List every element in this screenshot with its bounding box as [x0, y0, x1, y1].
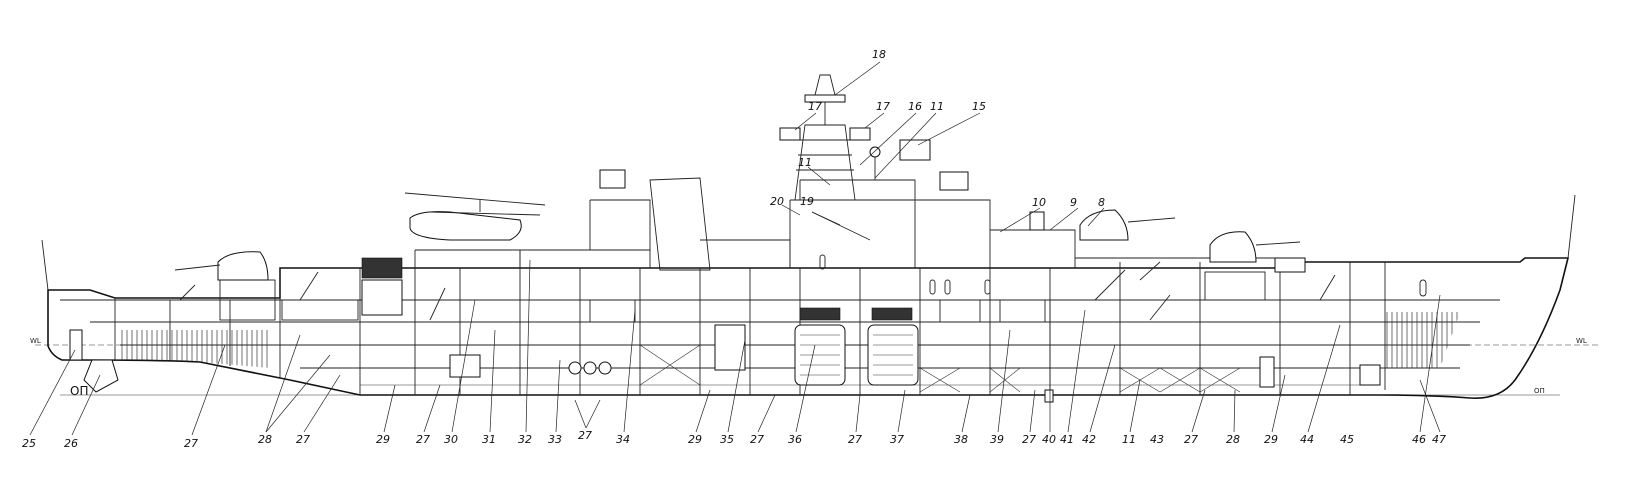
callout-28b: 28: [1226, 433, 1240, 446]
callout-27c: 27: [416, 433, 430, 446]
callout-19: 19: [800, 195, 814, 208]
callout-27b: 27: [296, 433, 310, 446]
callout-10: 10: [1032, 196, 1046, 209]
pump-a: [568, 361, 582, 375]
radar-antenna-top: [804, 94, 846, 103]
callout-29b: 29: [688, 433, 702, 446]
propeller: [83, 359, 119, 393]
callout-labels: 18 17 16 17 11 15 11 20 19 10 9 8 25 26 …: [22, 48, 1446, 450]
callout-17a: 17: [808, 100, 822, 113]
main-mast: [779, 74, 881, 201]
callout-35: 35: [720, 433, 734, 446]
aft-hatched-compartment: [120, 330, 270, 368]
fwd-hatched-compartment: [1385, 312, 1460, 368]
callout-27g: 27: [1022, 433, 1036, 446]
callout-34: 34: [616, 433, 630, 446]
callout-47: 47: [1432, 433, 1446, 446]
callout-16: 16: [908, 100, 922, 113]
callout-39: 39: [990, 433, 1004, 446]
fwd-magazine: [1204, 271, 1266, 301]
turbine-top-aft: [799, 307, 841, 321]
hangar: [415, 249, 521, 268]
callout-25: 25: [22, 437, 36, 450]
weapons: [174, 139, 1306, 281]
aft-gun-turret: [217, 251, 269, 281]
log-sensor: [1044, 389, 1054, 403]
pump-b: [583, 361, 597, 375]
callout-30: 30: [444, 433, 458, 446]
callout-32: 32: [518, 433, 532, 446]
callout-46: 46: [1412, 433, 1426, 446]
bulkheads: [114, 250, 1386, 395]
ladders: [179, 261, 1336, 321]
stern-staff: [41, 239, 49, 291]
pump-c: [598, 361, 612, 375]
callout-43: 43: [1150, 433, 1164, 446]
lift-platform: [361, 279, 403, 316]
callout-15: 15: [972, 100, 986, 113]
baseline-label-fwd: ОП: [1534, 387, 1545, 395]
dome: [869, 146, 881, 158]
launcher-9: [1029, 211, 1045, 231]
callout-28a: 28: [258, 433, 272, 446]
callout-8: 8: [1098, 196, 1105, 209]
funnel: [649, 177, 711, 271]
baseline-label: ОП: [70, 384, 88, 398]
sonar-trunk: [1259, 356, 1275, 388]
callout-27a: 27: [184, 437, 198, 450]
helicopter: [361, 192, 546, 316]
callout-11c: 11: [1122, 433, 1136, 446]
generator-set: [449, 354, 481, 378]
leader-lines: [781, 61, 1105, 241]
portholes: [819, 254, 1427, 297]
callout-44: 44: [1300, 433, 1314, 446]
helicopter-hangar-unit: [361, 257, 403, 279]
bow-sonar: [1359, 364, 1381, 386]
callout-29a: 29: [376, 433, 390, 446]
callout-11a: 11: [930, 100, 944, 113]
callout-27e: 27: [750, 433, 764, 446]
leader-lines-bottom: [29, 259, 1441, 436]
fwd-gun-turret-a: [1079, 209, 1129, 241]
callout-41: 41: [1060, 433, 1074, 446]
callout-33: 33: [548, 433, 562, 446]
director-15: [899, 139, 931, 161]
jack-staff: [1567, 194, 1576, 259]
waterline-label-fwd: WL: [1576, 337, 1587, 345]
callout-29c: 29: [1264, 433, 1278, 446]
fwd-fire-control: [939, 171, 969, 191]
rudder-stock: [69, 329, 83, 361]
double-bottom-tanks: [639, 344, 1241, 393]
callout-27d: 27: [578, 429, 592, 442]
callout-45: 45: [1340, 433, 1354, 446]
radar-17-aft: [779, 127, 801, 141]
auxiliary-unit: [714, 324, 746, 371]
callout-38: 38: [954, 433, 968, 446]
callout-26: 26: [64, 437, 78, 450]
callout-37: 37: [890, 433, 904, 446]
waterline-label-aft: WL: [30, 337, 41, 345]
turbine-top-fwd: [871, 307, 913, 321]
fwd-gun-turret-b: [1209, 231, 1257, 263]
helicopter-body: [409, 211, 522, 241]
callout-31: 31: [482, 433, 496, 446]
callout-9: 9: [1070, 196, 1077, 209]
callout-27f: 27: [848, 433, 862, 446]
bow-launcher: [1274, 257, 1306, 273]
callout-11b: 11: [798, 156, 812, 169]
machinery: [69, 307, 1381, 403]
callout-18: 18: [872, 48, 886, 61]
callout-20: 20: [770, 195, 784, 208]
bridge-block: [789, 199, 916, 268]
callout-36: 36: [788, 433, 802, 446]
callout-17b: 17: [876, 100, 890, 113]
staffs: [41, 194, 1576, 291]
callout-27h: 27: [1184, 433, 1198, 446]
callout-42: 42: [1082, 433, 1096, 446]
callout-40: 40: [1042, 433, 1056, 446]
radar-17-fwd: [849, 127, 871, 141]
aft-fire-control: [599, 169, 626, 189]
